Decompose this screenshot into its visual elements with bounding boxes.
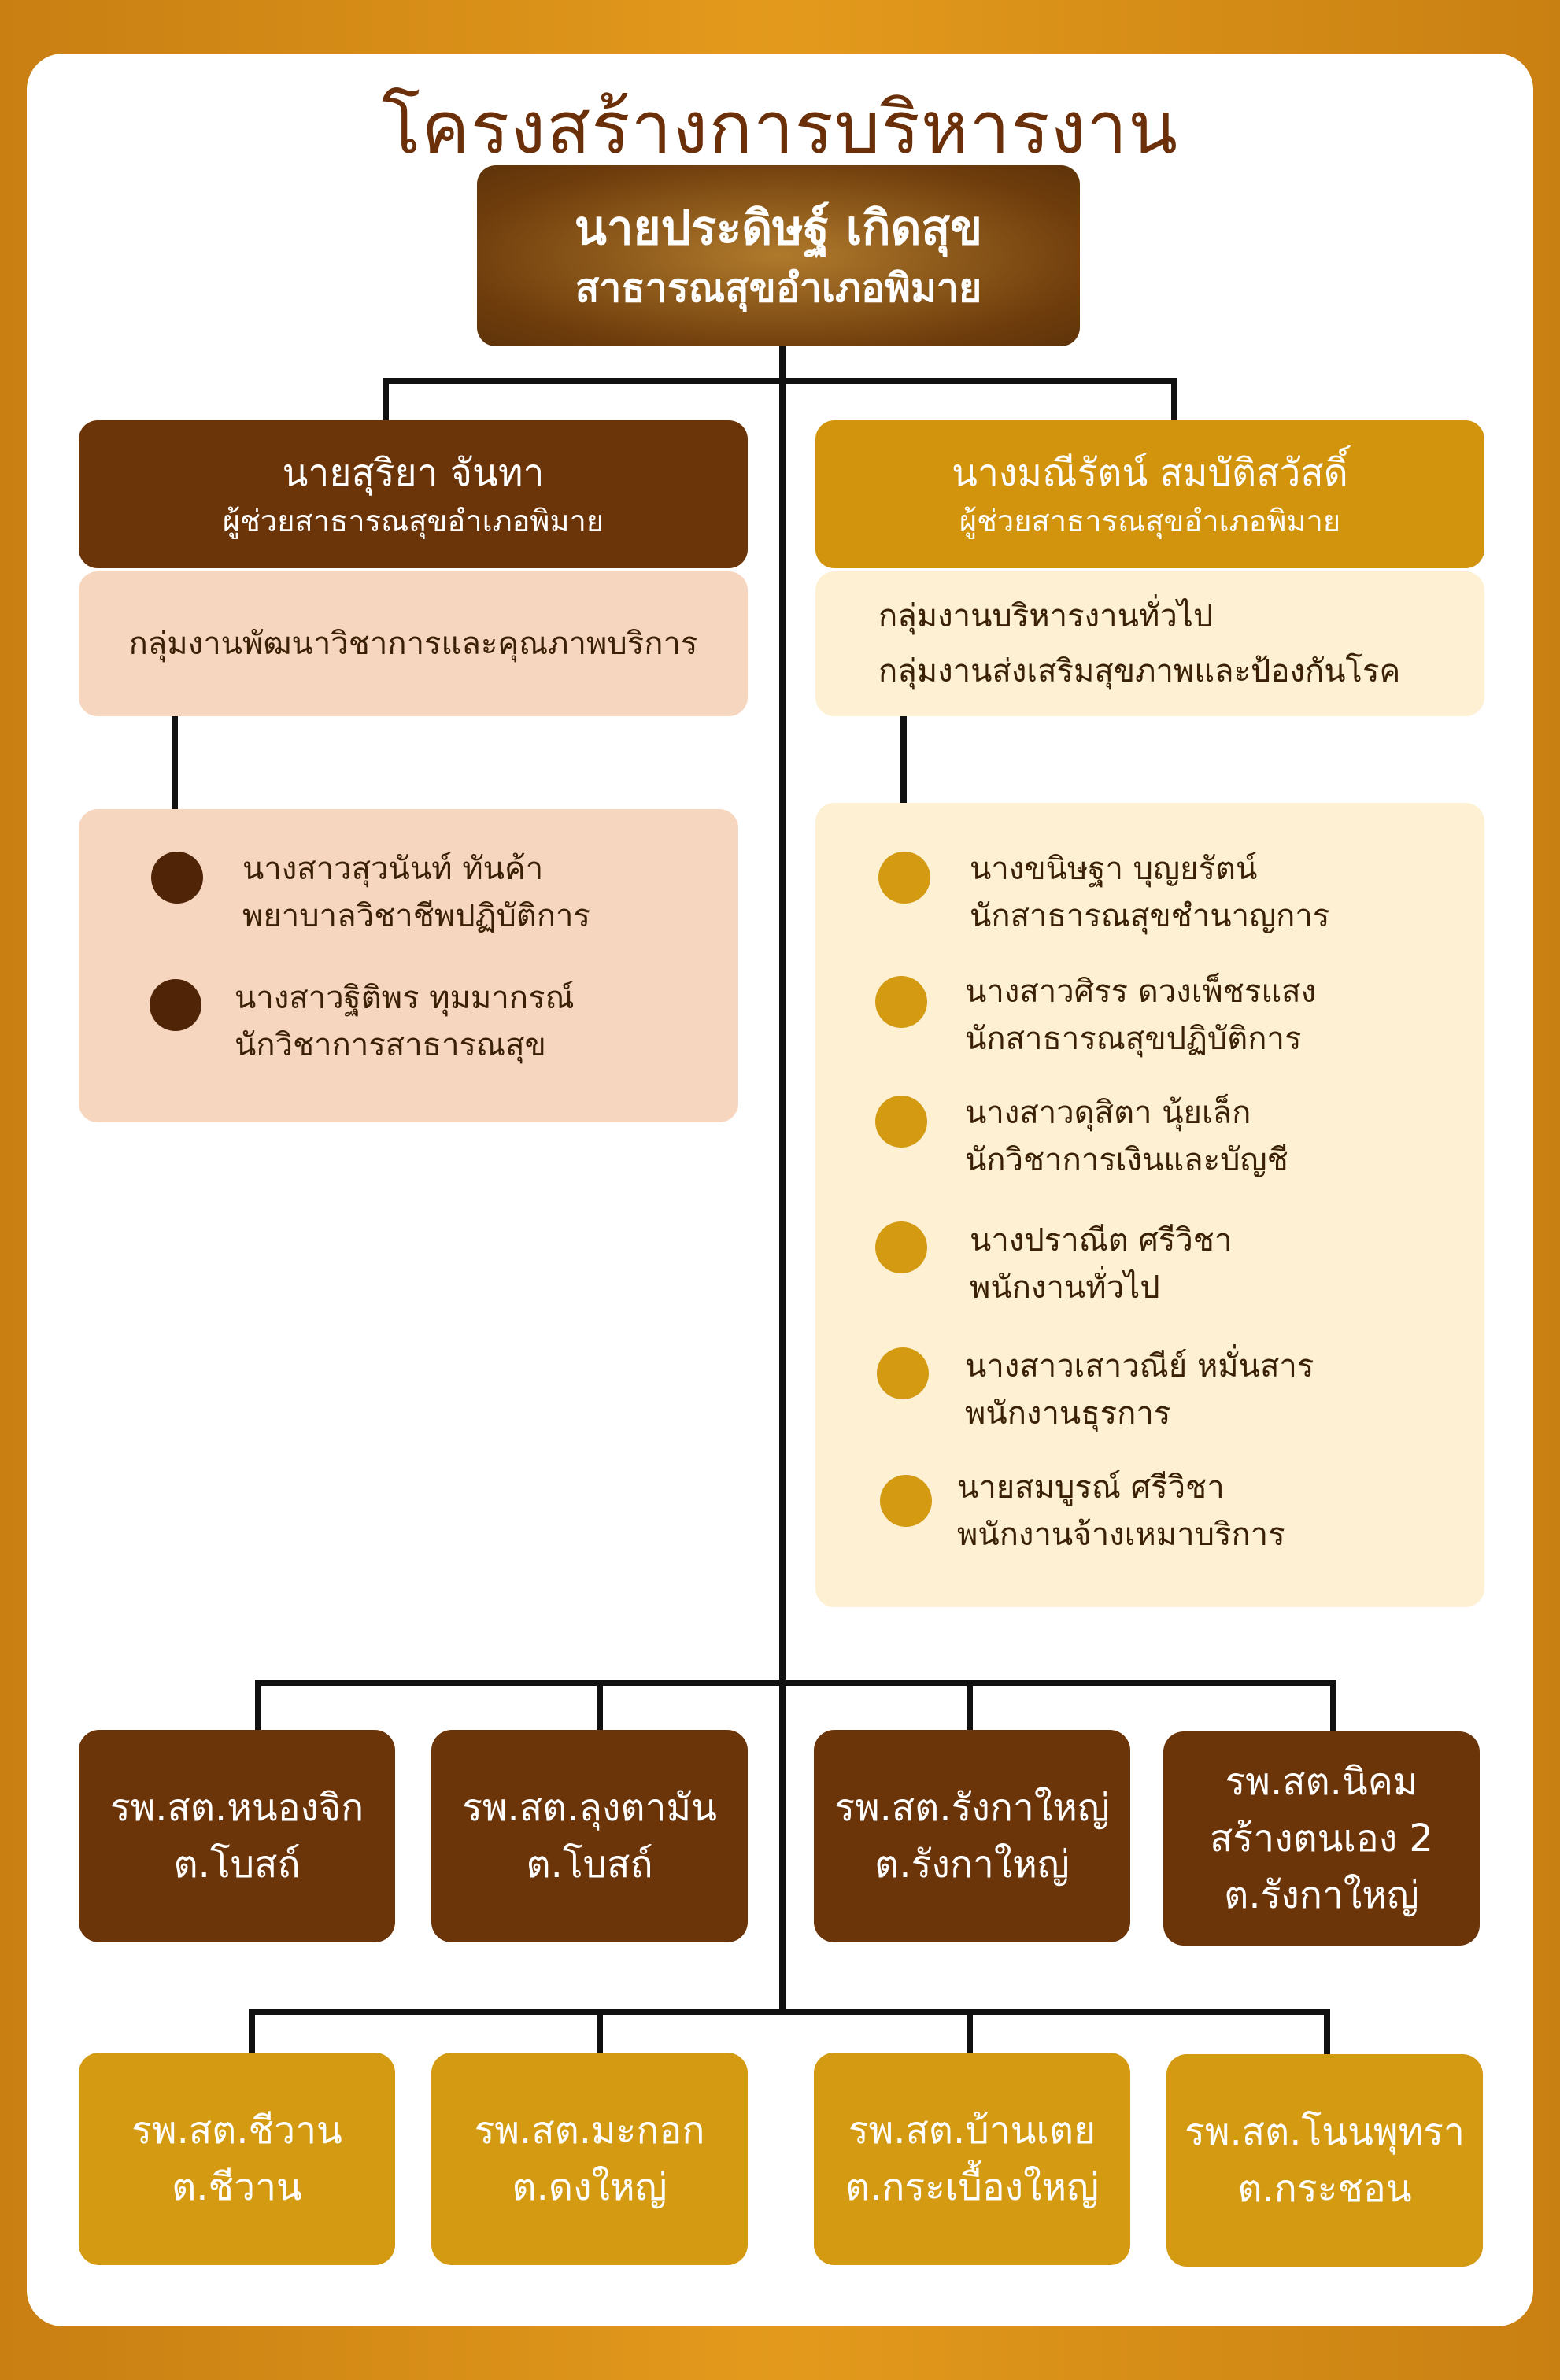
staff-item: นางปราณีต ศรีวิชา พนักงานทั่วไป <box>970 1217 1232 1311</box>
staff-name: นางสาวเสาวณีย์ หมั่นสาร <box>965 1348 1314 1384</box>
health-center-name: รพ.สต.หนองจิก <box>109 1786 364 1830</box>
health-center-subdistrict: ต.ชีวาน <box>172 2165 302 2209</box>
staff-name: นางสาวสุวนันท์ ทันค้า <box>242 851 544 887</box>
staff-dot <box>875 1221 927 1273</box>
staff-item: นางสาวสุวนันท์ ทันค้า พยาบาลวิชาชีพปฏิบั… <box>242 845 590 940</box>
staff-name: นายสมบูรณ์ ศรีวิชา <box>957 1469 1225 1506</box>
health-center-name: รพ.สต.นิคม <box>1225 1760 1418 1804</box>
health-center-box: รพ.สต.มะกอก ต.ดงใหญ่ <box>431 2053 748 2265</box>
staff-name: นางขนิษฐา บุญยรัตน์ <box>970 851 1258 887</box>
staff-dot <box>875 976 927 1028</box>
health-center-name: รพ.สต.บ้านเตย <box>848 2108 1096 2153</box>
health-center-box: รพ.สต.ลุงตามัน ต.โบสถ์ <box>431 1730 748 1942</box>
staff-dot <box>878 852 930 904</box>
right-head-name: นางมณีรัตน์ สมบัติสวัสดิ์ <box>952 451 1348 495</box>
staff-item: นายสมบูรณ์ ศรีวิชา พนักงานจ้างเหมาบริการ <box>957 1464 1285 1558</box>
staff-item: นางสาวฐิติพร ทุมมากรณ์ นักวิชาการสาธารณส… <box>235 974 575 1069</box>
right-head-role: ผู้ช่วยสาธารณสุขอำเภอพิมาย <box>959 504 1341 538</box>
right-staff-panel <box>815 803 1484 1607</box>
health-center-box: รพ.สต.รังกาใหญ่ ต.รังกาใหญ่ <box>814 1730 1130 1942</box>
chief-box: นายประดิษฐ์ เกิดสุข สาธารณสุขอำเภอพิมาย <box>477 165 1080 346</box>
right-head-box: นางมณีรัตน์ สมบัติสวัสดิ์ ผู้ช่วยสาธารณส… <box>815 420 1484 568</box>
staff-name: นางสาวดุสิตา นุ้ยเล็ก <box>965 1095 1251 1131</box>
health-center-subdistrict: ต.โบสถ์ <box>173 1842 301 1887</box>
staff-role: นักวิชาการสาธารณสุข <box>235 1027 546 1063</box>
health-center-name: รพ.สต.โนนพุทรา <box>1185 2110 1465 2154</box>
right-department-box: กลุ่มงานบริหารงานทั่วไป กลุ่มงานส่งเสริม… <box>815 571 1484 716</box>
health-center-subdistrict: ต.รังกาใหญ่ <box>874 1842 1070 1887</box>
health-center-box: รพ.สต.โนนพุทรา ต.กระชอน <box>1166 2054 1483 2267</box>
page-title: โครงสร้างการบริหารงาน <box>381 86 1179 170</box>
health-center-name-cont: สร้างตนเอง 2 <box>1210 1816 1433 1861</box>
chief-role: สาธารณสุขอำเภอพิมาย <box>575 265 982 311</box>
health-center-subdistrict: ต.โบสถ์ <box>526 1842 653 1887</box>
health-center-subdistrict: ต.กระชอน <box>1237 2167 1412 2211</box>
staff-item: นางขนิษฐา บุญยรัตน์ นักสาธารณสุขชำนาญการ <box>970 845 1329 940</box>
health-center-name: รพ.สต.มะกอก <box>474 2108 705 2153</box>
health-center-box: รพ.สต.หนองจิก ต.โบสถ์ <box>79 1730 395 1942</box>
health-center-box: รพ.สต.นิคม สร้างตนเอง 2 ต.รังกาใหญ่ <box>1163 1731 1480 1946</box>
department-label: กลุ่มงานส่งเสริมสุขภาพและป้องกันโรค <box>878 653 1401 689</box>
staff-role: นักสาธารณสุขปฏิบัติการ <box>965 1021 1302 1057</box>
staff-dot <box>150 979 201 1031</box>
health-center-subdistrict: ต.ดงใหญ่ <box>512 2165 667 2209</box>
staff-dot <box>875 1096 927 1148</box>
chief-name: นายประดิษฐ์ เกิดสุข <box>574 201 983 256</box>
staff-item: นางสาวเสาวณีย์ หมั่นสาร พนักงานธุรการ <box>965 1343 1314 1437</box>
staff-dot <box>880 1475 932 1527</box>
staff-item: นางสาวดุสิตา นุ้ยเล็ก นักวิชาการเงินและบ… <box>965 1089 1288 1184</box>
health-center-box: รพ.สต.ชีวาน ต.ชีวาน <box>79 2053 395 2265</box>
health-center-name: รพ.สต.ชีวาน <box>131 2108 342 2153</box>
health-center-subdistrict: ต.กระเบื้องใหญ่ <box>845 2165 1100 2209</box>
department-label: กลุ่มงานบริหารงานทั่วไป <box>878 598 1214 634</box>
staff-name: นางสาวฐิติพร ทุมมากรณ์ <box>235 980 575 1016</box>
staff-name: นางปราณีต ศรีวิชา <box>970 1222 1233 1258</box>
department-label: กลุ่มงานพัฒนาวิชาการและคุณภาพบริการ <box>128 626 698 662</box>
left-department-box: กลุ่มงานพัฒนาวิชาการและคุณภาพบริการ <box>79 571 748 716</box>
health-center-name: รพ.สต.รังกาใหญ่ <box>834 1786 1110 1830</box>
staff-role: พนักงานจ้างเหมาบริการ <box>957 1517 1285 1553</box>
health-center-name: รพ.สต.ลุงตามัน <box>462 1786 717 1830</box>
staff-role: พนักงานธุรการ <box>965 1395 1171 1432</box>
staff-role: นักวิชาการเงินและบัญชี <box>965 1142 1288 1178</box>
left-head-name: นายสุริยา จันทา <box>282 451 545 495</box>
left-head-role: ผู้ช่วยสาธารณสุขอำเภอพิมาย <box>222 504 604 538</box>
staff-item: นางสาวศิรร ดวงเพ็ชรแสง นักสาธารณสุขปฏิบั… <box>965 968 1316 1062</box>
staff-role: พยาบาลวิชาชีพปฏิบัติการ <box>242 898 590 934</box>
staff-role: พนักงานทั่วไป <box>970 1269 1160 1306</box>
health-center-box: รพ.สต.บ้านเตย ต.กระเบื้องใหญ่ <box>814 2053 1130 2265</box>
staff-dot <box>877 1347 929 1399</box>
staff-name: นางสาวศิรร ดวงเพ็ชรแสง <box>965 974 1317 1010</box>
staff-dot <box>151 852 203 904</box>
left-head-box: นายสุริยา จันทา ผู้ช่วยสาธารณสุขอำเภอพิม… <box>79 420 748 568</box>
staff-role: นักสาธารณสุขชำนาญการ <box>970 898 1330 934</box>
health-center-subdistrict: ต.รังกาใหญ่ <box>1224 1873 1419 1917</box>
